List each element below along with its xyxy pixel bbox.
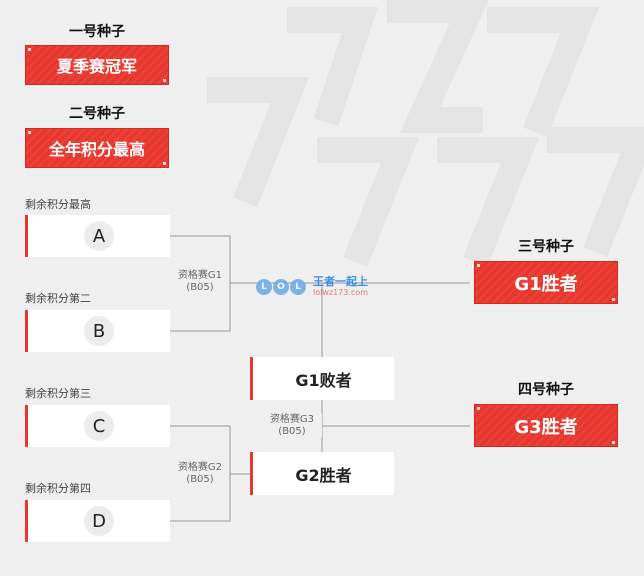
watermark-text: 王者一起上 lolwz173.com bbox=[313, 276, 368, 298]
seed4-value: G3胜者 bbox=[514, 416, 578, 438]
watermark: L O L 王者一起上 lolwz173.com bbox=[256, 276, 368, 298]
match-g2-label: 资格赛G2 (B05) bbox=[172, 462, 228, 486]
watermark-url: lolwz173.com bbox=[313, 288, 368, 297]
match-g1-format: (B05) bbox=[186, 282, 214, 293]
match-g2-format: (B05) bbox=[186, 474, 214, 485]
seed3-heading: 三号种子 bbox=[518, 239, 574, 255]
watermark-logo-l1: L bbox=[256, 279, 272, 295]
qualifier-b-label: 剩余积分第二 bbox=[25, 292, 91, 305]
seed2-box: 全年积分最高 bbox=[25, 128, 169, 168]
match-g2-name: 资格赛G2 bbox=[177, 462, 223, 473]
qualifier-d-label: 剩余积分第四 bbox=[25, 482, 91, 495]
watermark-logo-o: O bbox=[273, 279, 289, 295]
qualifier-c-label: 剩余积分第三 bbox=[25, 387, 91, 400]
seed2-heading: 二号种子 bbox=[69, 106, 125, 122]
team-d-circle: D bbox=[84, 506, 114, 536]
qualifier-b-slot: B bbox=[25, 310, 170, 352]
seed2-value: 全年积分最高 bbox=[48, 140, 145, 159]
team-d: D bbox=[92, 510, 106, 532]
team-c-circle: C bbox=[84, 411, 114, 441]
match-g3-name: 资格赛G3 bbox=[269, 414, 315, 425]
g2-winner-slot: G2胜者 bbox=[250, 452, 394, 495]
watermark-logo-l2: L bbox=[290, 279, 306, 295]
team-b-circle: B bbox=[84, 316, 114, 346]
seed4-box: G3胜者 bbox=[474, 404, 618, 447]
match-g3-label: 资格赛G3 (B05) bbox=[262, 414, 322, 438]
team-b: B bbox=[92, 320, 106, 342]
match-g1-label: 资格赛G1 (B05) bbox=[172, 270, 228, 294]
seed3-value: G1胜者 bbox=[514, 273, 578, 295]
seed4-heading: 四号种子 bbox=[518, 382, 574, 398]
seed1-heading: 一号种子 bbox=[69, 24, 125, 40]
g2-winner-text: G2胜者 bbox=[295, 465, 352, 485]
qualifier-d-slot: D bbox=[25, 500, 170, 542]
qualifier-a-label: 剩余积分最高 bbox=[25, 198, 91, 211]
match-g3-format: (B05) bbox=[278, 426, 306, 437]
watermark-cn: 王者一起上 bbox=[313, 275, 368, 288]
g1-loser-slot: G1败者 bbox=[250, 357, 394, 400]
g1-loser-text: G1败者 bbox=[295, 370, 352, 390]
match-g1-name: 资格赛G1 bbox=[177, 270, 223, 281]
team-a-circle: A bbox=[84, 221, 114, 251]
qualifier-c-slot: C bbox=[25, 405, 170, 447]
watermark-logo: L O L bbox=[256, 279, 307, 295]
seed1-box: 夏季赛冠军 bbox=[25, 45, 169, 85]
seed3-box: G1胜者 bbox=[474, 261, 618, 304]
qualifier-a-slot: A bbox=[25, 215, 170, 257]
seed1-value: 夏季赛冠军 bbox=[56, 57, 137, 76]
team-c: C bbox=[92, 415, 106, 437]
team-a: A bbox=[92, 225, 106, 247]
